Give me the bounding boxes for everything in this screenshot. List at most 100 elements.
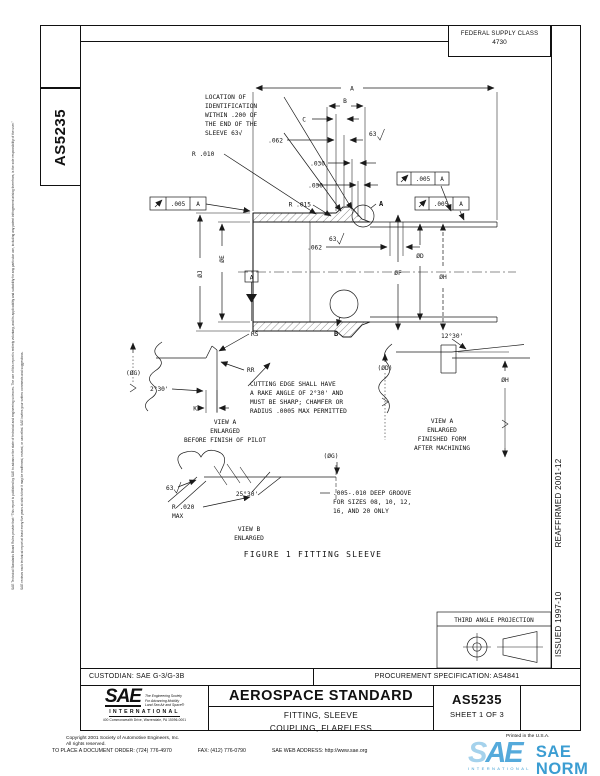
view-indicators: A B A [244, 200, 384, 338]
rights-line: All rights reserved. [66, 742, 106, 747]
order-line: TO PLACE A DOCUMENT ORDER: (724) 776-497… [52, 748, 367, 754]
fcf-datum: A [196, 201, 200, 208]
figure-caption: FIGURE 1 FITTING SLEEVE [244, 550, 382, 559]
view-b: 63 R .020 MAX 25°30' (ØG) .005-.010 DEEP… [166, 449, 412, 542]
radius-rs-label: RS [251, 331, 259, 338]
r020-label: R .020 [172, 504, 195, 511]
circular-runout-icon [418, 199, 427, 208]
surface-finish-63: 63 [369, 131, 377, 138]
fcf-datum: A [440, 176, 444, 183]
sae-tagline: The Engineering Society For Advancing Mo… [145, 694, 184, 707]
figure-1-drawing: LOCATION OF IDENTIFICATION WITHIN .200 O… [126, 85, 551, 668]
cut-angle-label: 25°30' [236, 490, 258, 498]
dim-030b-label: .030 [308, 183, 323, 190]
dia-j-label: ØJ [196, 270, 204, 277]
view-a-before: RS RR 2°30' (ØG) K CUTTING EDGE SHALL HA… [126, 331, 347, 444]
sae-logo-cell: SAE The Engineering Society For Advancin… [80, 685, 209, 731]
issued-strip-border [551, 25, 552, 668]
cutting-note-line: A RAKE ANGLE OF 2°30' AND [250, 389, 343, 397]
sae-international: INTERNATIONAL [109, 708, 180, 717]
groove-note-line: 16, AND 20 ONLY [333, 508, 389, 515]
order-web: SAE WEB ADDRESS: http://www.sae.org [271, 748, 368, 754]
datum-a-letter: A [250, 275, 254, 282]
part-title-line1: FITTING, SLEEVE [283, 711, 359, 720]
view-b-caption: VIEW B [238, 526, 261, 533]
r020-max-label: MAX [172, 513, 183, 520]
id-note-line: WITHIN .200 OF [205, 112, 257, 119]
standard-heading: AEROSPACE STANDARD [209, 686, 433, 707]
datum-a-symbol: A [244, 270, 259, 321]
id-note-line: SLEEVE 63√ [205, 130, 243, 137]
sleeve-section [238, 206, 516, 338]
custodian-cell: CUSTODIAN: SAE G-3/G-3B [80, 668, 314, 686]
federal-supply-class-box: FEDERAL SUPPLY CLASS 4730 [448, 25, 551, 57]
view-a-indicator: A [379, 200, 384, 208]
id-note-line: LOCATION OF [205, 94, 246, 101]
blank-tab-box [40, 25, 81, 88]
custodian-text: CUSTODIAN: SAE G-3/G-3B [89, 673, 185, 680]
view-a-before-caption: VIEW A [214, 419, 237, 426]
reaffirmed-date: REAFFIRMED 2001-12 [554, 458, 563, 548]
view-b-caption: ENLARGED [234, 535, 264, 542]
view-a-after-caption: FINISHED FORM [418, 436, 467, 443]
cutting-note-line: RADIUS .0005 MAX PERMITTED [250, 408, 347, 415]
sae-tagline-line: The Engineering Society [144, 694, 182, 699]
sae-tagline-line: For Advancing Mobility [144, 698, 180, 703]
projection-box: THIRD ANGLE PROJECTION [436, 611, 551, 668]
top-dimensions: A B C .062 63 .030 .030 R .010 R .015 [192, 85, 498, 220]
sae-watermark-icon: SAE [468, 737, 524, 769]
projection-title: THIRD ANGLE PROJECTION [454, 617, 534, 624]
watermark-norm-block: SAE NORM STANDARDS [536, 741, 600, 776]
document-number-tab: AS5235 [40, 88, 81, 186]
third-angle-projection-icon [463, 631, 543, 663]
break-symbol [381, 397, 389, 407]
doc-number: AS5235 [452, 692, 502, 707]
sae-logo: SAE The Engineering Society For Advancin… [81, 686, 208, 722]
dia-e-label: ØE [218, 255, 226, 263]
fcf-right-1: .005 A [396, 171, 452, 212]
fsc-value: 4730 [492, 39, 507, 46]
dim-030a-label: .030 [310, 161, 325, 168]
fcf-datum: A [459, 201, 463, 208]
dim-b-label: B [343, 98, 347, 105]
tab-number-label: AS5235 [52, 108, 69, 166]
surface-finish-63: 63 [329, 236, 337, 243]
surface-finish-63: 63 [166, 485, 174, 492]
view-a-before-caption: ENLARGED [210, 428, 240, 435]
issued-date: ISSUED 1997-10 [554, 591, 563, 657]
feature-control-frames: .005 A .005 A .005 A [149, 171, 470, 221]
inner-top-rule [80, 41, 448, 42]
break-symbol [501, 419, 509, 429]
id-note-line: THE END OF THE [205, 121, 257, 128]
dia-d-label: ØD [416, 252, 424, 260]
dim-062-label: .062 [268, 138, 283, 145]
radius-rr-label: RR [247, 367, 255, 374]
circular-runout-icon [400, 174, 409, 183]
circular-runout-icon [154, 199, 163, 208]
groove-note-line: FOR SIZES 08, 10, 12, [333, 499, 411, 506]
printed-line: Printed in the U.S.A. [506, 734, 550, 739]
sae-tagline-line: Land Sea Air and Space® [144, 702, 185, 707]
cutting-note-line: MUST BE SHARP; CHAMFER OR [250, 399, 343, 406]
sae-norm-watermark: SAE INTERNATIONAL SAE NORM STANDARDS [468, 737, 600, 776]
dia-g-ref-b-label: (ØG) [324, 452, 339, 460]
finish-check-icon [173, 481, 182, 494]
revision-cell [520, 685, 581, 731]
finish-check-icon [377, 128, 385, 141]
part-title-line2: COUPLING, FLARELESS [269, 724, 373, 733]
fsc-label: FEDERAL SUPPLY CLASS [460, 31, 539, 37]
fcf-tolerance: .005 [434, 201, 449, 208]
finish-check-icon [336, 232, 345, 245]
view-a-after: 12°30' (ØD) ØH VIEW A ENLARGED FINISHED … [378, 332, 530, 458]
view-a-before-caption: BEFORE FINISH OF PILOT [184, 437, 266, 444]
groove-note: .005-.010 DEEP GROOVE FOR SIZES 08, 10, … [320, 490, 412, 515]
view-b-indicator: B [334, 330, 338, 338]
dim-c-label: C [302, 117, 306, 124]
fcf-left: .005 A [149, 196, 251, 213]
margin-notice-1: SAE Technical Standards Board Rules prov… [11, 121, 15, 590]
copyright-line: Copyright 2001 Society of Automotive Eng… [66, 736, 180, 741]
sheet-number: SHEET 1 OF 3 [449, 710, 505, 719]
dim-k-label: K [193, 406, 197, 413]
rake-angle-label: 2°30' [150, 385, 169, 393]
